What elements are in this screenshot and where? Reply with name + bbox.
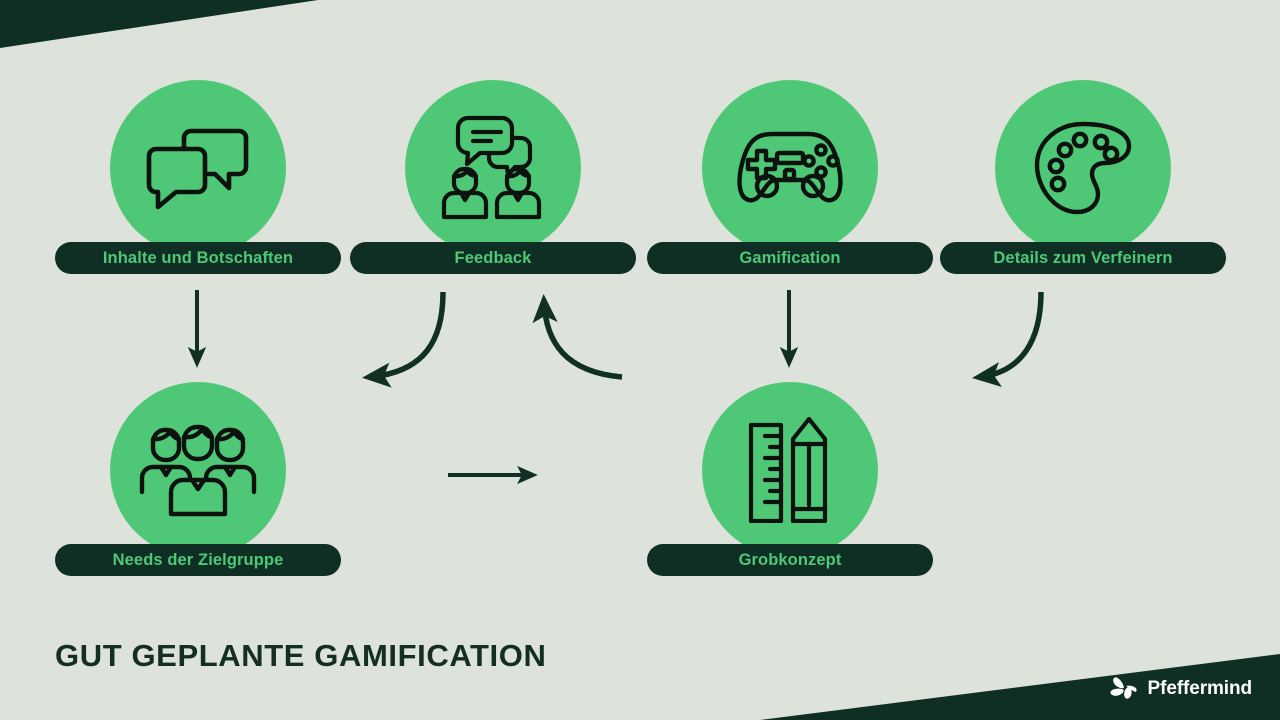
node-label-pill: Gamification [647,242,933,274]
node-inhalte-und-botschaften[interactable]: Inhalte und Botschaften [55,80,341,274]
node-label: Feedback [454,248,532,267]
paint-palette-icon [1033,120,1133,216]
node-label-pill: Needs der Zielgruppe [55,544,341,576]
node-feedback[interactable]: Feedback [350,80,636,274]
connector-grobkonzept-to-feedback [532,294,623,380]
node-label: Inhalte und Botschaften [102,248,294,267]
node-label: Details zum Verfeinern [993,248,1173,267]
node-label: Needs der Zielgruppe [112,550,284,569]
node-needs-der-zielgruppe[interactable]: Needs der Zielgruppe [55,382,341,576]
node-icon-circle [995,80,1171,256]
page-title: GUT GEPLANTE GAMIFICATION [55,638,547,673]
node-label-pill: Details zum Verfeinern [940,242,1226,274]
ruler-and-pencil-icon [748,417,832,523]
gamepad-icon [732,126,848,210]
node-icon-circle [702,382,878,558]
brand-name: Pfeffermind [1147,678,1253,699]
connector-details-to-grobkonzept [972,291,1044,388]
node-gamification[interactable]: Gamification [647,80,933,274]
two-people-talking-icon [435,114,551,222]
brand-logo: Pfeffermind [1109,676,1252,702]
node-icon-circle [110,80,286,256]
speech-bubbles-icon [144,120,252,216]
connector-feedback-to-needs [362,291,446,388]
node-grobkonzept[interactable]: Grobkonzept [647,382,933,576]
node-label: Gamification [739,248,841,267]
node-label-pill: Grobkonzept [647,544,933,576]
node-label: Grobkonzept [738,550,842,569]
node-icon-circle [405,80,581,256]
pinwheel-icon [1109,676,1139,702]
corner-decoration-top-left [0,0,318,48]
node-label-pill: Feedback [350,242,636,274]
node-label-pill: Inhalte und Botschaften [55,242,341,274]
group-of-people-icon [139,422,257,518]
node-icon-circle [702,80,878,256]
node-details-zum-verfeinern[interactable]: Details zum Verfeinern [940,80,1226,274]
node-icon-circle [110,382,286,558]
